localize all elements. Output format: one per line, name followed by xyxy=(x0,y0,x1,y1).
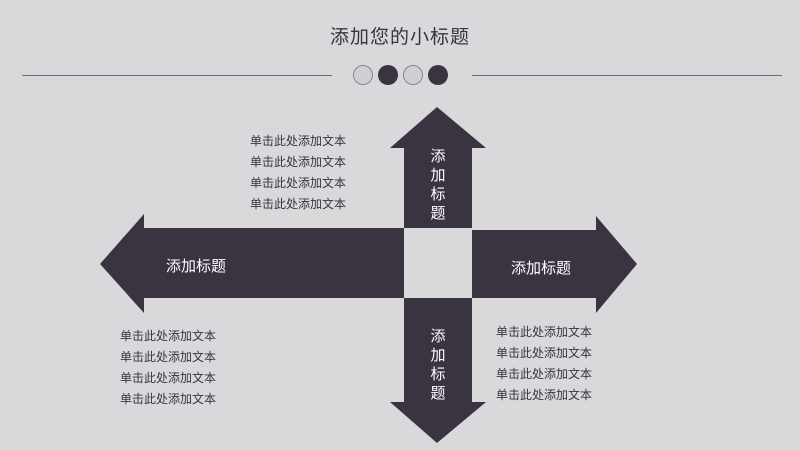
text-line: 单击此处添加文本 xyxy=(120,371,217,385)
text-line: 单击此处添加文本 xyxy=(250,176,347,190)
arrow-left-shape xyxy=(100,214,404,313)
page-title: 添加您的小标题 xyxy=(329,26,470,48)
divider-right xyxy=(472,75,782,76)
text-line: 单击此处添加文本 xyxy=(496,367,593,381)
text-line: 单击此处添加文本 xyxy=(496,388,593,402)
text-block-top-left: 单击此处添加文本 单击此处添加文本 单击此处添加文本 单击此处添加文本 xyxy=(250,131,346,215)
arrow-left-label: 添加标题 xyxy=(166,257,227,275)
text-block-bottom-left: 单击此处添加文本 单击此处添加文本 单击此处添加文本 单击此处添加文本 xyxy=(120,326,216,410)
arrow-up-label: 添加标题 xyxy=(430,147,446,222)
text-line: 单击此处添加文本 xyxy=(120,329,217,343)
arrow-right-shape xyxy=(472,216,637,313)
text-line: 单击此处添加文本 xyxy=(496,325,593,339)
text-line: 单击此处添加文本 xyxy=(250,197,347,211)
text-line: 单击此处添加文本 xyxy=(496,346,593,360)
divider-left xyxy=(22,75,332,76)
arrow-right-label: 添加标题 xyxy=(511,259,572,277)
arrow-down-label: 添加标题 xyxy=(430,327,446,402)
decor-dot-3 xyxy=(403,65,423,85)
arrow-up-shape xyxy=(390,107,486,228)
text-line: 单击此处添加文本 xyxy=(250,155,347,169)
text-line: 单击此处添加文本 xyxy=(120,350,217,364)
text-block-bottom-right: 单击此处添加文本 单击此处添加文本 单击此处添加文本 单击此处添加文本 xyxy=(496,322,592,406)
decor-dot-4 xyxy=(428,65,448,85)
text-line: 单击此处添加文本 xyxy=(250,134,347,148)
text-line: 单击此处添加文本 xyxy=(120,392,217,406)
decor-dot-2 xyxy=(378,65,398,85)
arrow-down-shape xyxy=(390,298,486,443)
decor-dot-1 xyxy=(353,65,373,85)
